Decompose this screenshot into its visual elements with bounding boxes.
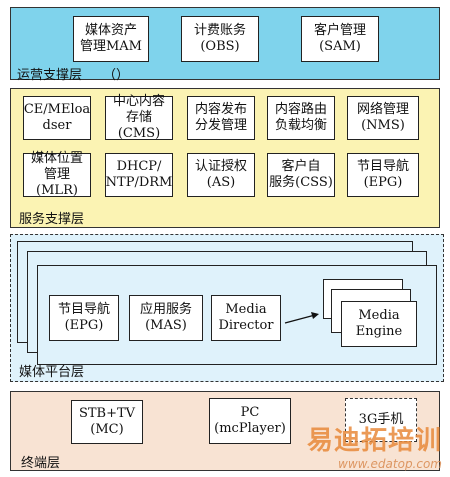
media-box-mas: 应用服务 (MAS) — [129, 295, 203, 341]
service-layer: CE/MEloa dser 中心内容 存储(CMS) 内容发布 分发管理 内容路… — [10, 88, 440, 228]
ops-box-sam: 客户管理 (SAM) — [301, 16, 379, 62]
service-box-ce: CE/MEloa dser — [23, 96, 91, 140]
terminal-box-3g: 3G手机 — [345, 398, 417, 442]
terminal-layer-label: 终端层 — [21, 456, 61, 471]
terminal-box-pc: PC (mcPlayer) — [209, 398, 291, 444]
watermark-logo: 易迪拓培训 www.edatop.com — [307, 420, 442, 471]
watermark-text: 易迪拓培训 — [306, 426, 442, 456]
service-box-cms: 中心内容 存储(CMS) — [105, 94, 173, 141]
ops-layer: 媒体资产 管理MAM 计费账务 (OBS) 客户管理 (SAM) 运营支撑层 （… — [10, 7, 440, 83]
service-layer-label: 服务支撑层 — [19, 212, 85, 227]
media-layer-label: 媒体平台层 — [19, 365, 85, 380]
terminal-box-stb: STB+TV (MC) — [71, 400, 143, 444]
service-box-epg: 节目导航 (EPG) — [347, 153, 419, 197]
ops-layer-paren: （） — [103, 68, 130, 83]
terminal-layer: STB+TV (MC) PC (mcPlayer) 3G手机 终端层 — [10, 391, 440, 471]
service-box-mlr: 媒体位置 管理(MLR) — [23, 151, 91, 198]
service-box-css: 客户自 服务(CSS) — [267, 153, 335, 197]
service-box-nms: 网络管理 (NMS) — [347, 96, 419, 140]
media-layer: 节目导航 (EPG) 应用服务 (MAS) Media Director Med… — [10, 234, 444, 382]
ops-layer-label: 运营支撑层 — [17, 68, 83, 83]
media-engine-box: Media Engine — [341, 301, 417, 347]
watermark-url: www.edatop.com — [338, 457, 442, 471]
media-box-epg: 节目导航 (EPG) — [49, 295, 119, 341]
service-box-as: 认证授权 (AS) — [187, 153, 255, 197]
service-box-publish: 内容发布 分发管理 — [187, 96, 255, 140]
media-box-director: Media Director — [211, 295, 281, 341]
arrow-icon — [284, 312, 319, 324]
ops-box-mam: 媒体资产 管理MAM — [73, 16, 149, 62]
ops-box-obs: 计费账务 (OBS) — [181, 16, 259, 62]
service-box-dhcp: DHCP/ NTP/DRM — [105, 153, 173, 197]
service-box-routing: 内容路由 负载均衡 — [267, 96, 335, 140]
